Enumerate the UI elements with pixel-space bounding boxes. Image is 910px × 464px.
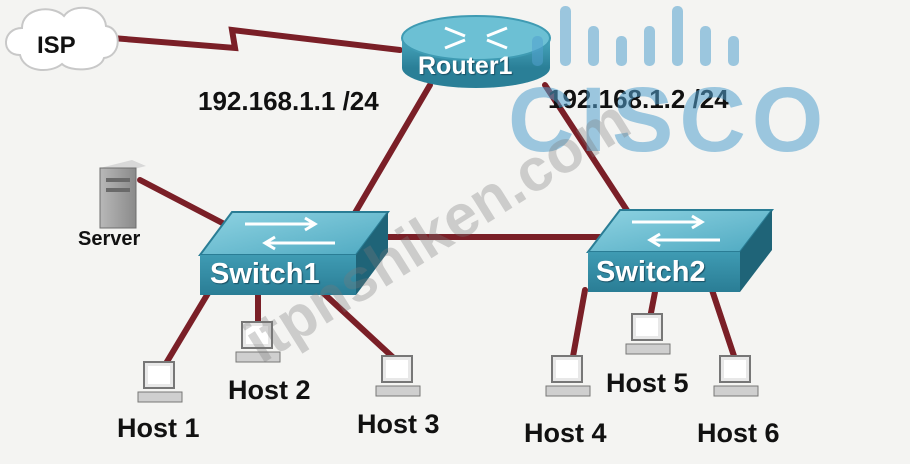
host2-pc-icon bbox=[235, 321, 281, 363]
link-switch1-host1 bbox=[159, 287, 213, 373]
host6-label: Host 6 bbox=[697, 418, 780, 448]
host1-pc-icon bbox=[137, 361, 183, 403]
switch1-label: Switch1 bbox=[210, 258, 320, 290]
server-icon bbox=[99, 160, 146, 229]
router-icon bbox=[401, 15, 551, 88]
link-router-switch2 bbox=[542, 82, 633, 218]
host3-label: Host 3 bbox=[357, 409, 440, 439]
isp-cloud-icon bbox=[5, 6, 119, 72]
link-switch2-host4 bbox=[569, 287, 588, 365]
host6-pc-icon bbox=[713, 355, 759, 397]
switch1-icon bbox=[198, 211, 390, 295]
router-ip-right: 192.168.1.2 /24 bbox=[548, 84, 729, 114]
host2-label: Host 2 bbox=[228, 375, 311, 405]
host1-label: Host 1 bbox=[117, 413, 200, 443]
isp-label: ISP bbox=[37, 32, 76, 59]
switch2-label: Switch2 bbox=[596, 256, 706, 288]
host5-pc-icon bbox=[625, 313, 671, 355]
host4-label: Host 4 bbox=[524, 418, 607, 448]
link-server-switch1 bbox=[137, 177, 235, 231]
router-label: Router1 bbox=[418, 52, 513, 80]
link-switch1-host3 bbox=[317, 287, 401, 365]
server-label: Server bbox=[78, 228, 141, 250]
link-switch2-host6 bbox=[709, 287, 739, 365]
host4-pc-icon bbox=[545, 355, 591, 397]
host3-pc-icon bbox=[375, 355, 421, 397]
router-ip-left: 192.168.1.1 /24 bbox=[198, 86, 379, 116]
host5-label: Host 5 bbox=[606, 368, 689, 398]
link-router-switch1 bbox=[349, 82, 433, 221]
switch2-icon bbox=[585, 209, 775, 292]
cisco-logo-bars bbox=[532, 6, 739, 66]
link-isp-router bbox=[109, 26, 403, 53]
network-links bbox=[109, 26, 739, 373]
cisco-logo-text: CISCO bbox=[508, 69, 830, 171]
